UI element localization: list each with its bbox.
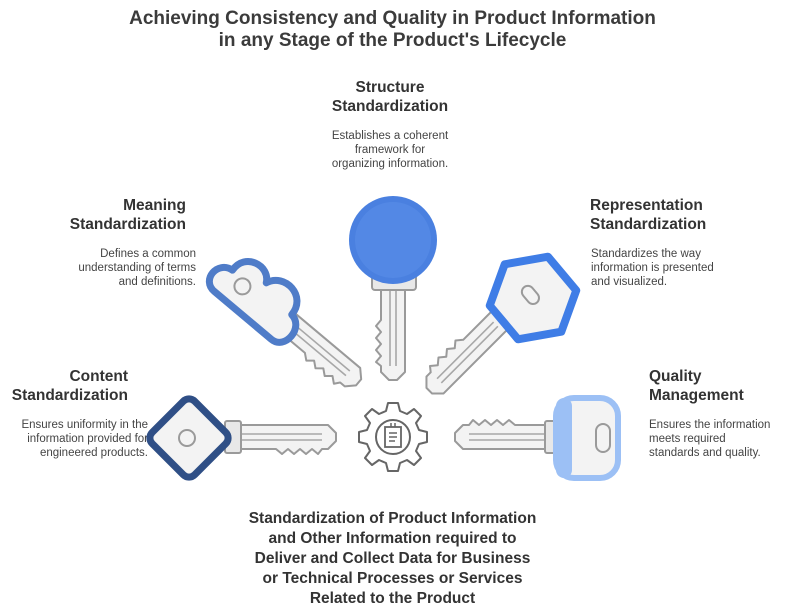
central-line-2: and Other Information required to: [268, 530, 517, 547]
quality-heading-line-2: Management: [649, 387, 744, 404]
diagram-title: Achieving Consistency and Quality in Pro…: [0, 8, 785, 52]
content-description: Ensures uniformity in the information pr…: [0, 418, 148, 460]
quality-heading: Quality Management: [649, 367, 779, 405]
representation-desc-line-3: and visualized.: [591, 276, 668, 288]
central-line-1: Standardization of Product Information: [248, 510, 537, 527]
meaning-heading-line-1: Meaning: [123, 197, 186, 214]
quality-desc-line-1: Ensures the information: [649, 419, 771, 431]
representation-desc-line-1: Standardizes the way: [591, 248, 701, 260]
quality-desc-line-3: standards and quality.: [649, 447, 761, 459]
representation-heading: Representation Standardization: [590, 196, 770, 234]
representation-heading-line-1: Representation: [590, 197, 703, 214]
meaning-key-icon: [205, 258, 368, 397]
structure-heading-line-1: Structure: [355, 79, 425, 96]
content-desc-line-3: engineered products.: [39, 447, 148, 459]
structure-desc-line-3: organizing information.: [331, 158, 449, 170]
meaning-heading-line-2: Standardization: [69, 216, 186, 233]
quality-description: Ensures the information meets required s…: [649, 418, 783, 460]
content-heading-line-2: Standardization: [11, 387, 128, 404]
content-key-icon: [146, 395, 337, 481]
representation-description: Standardizes the way information is pres…: [591, 247, 771, 289]
central-line-4: or Technical Processes or Services: [262, 570, 523, 587]
structure-description: Establishes a coherent framework for org…: [290, 129, 490, 171]
structure-desc-line-2: framework for: [354, 144, 426, 156]
structure-heading-line-2: Standardization: [331, 98, 449, 115]
structure-desc-line-1: Establishes a coherent: [331, 130, 449, 142]
content-heading: Content Standardization: [0, 367, 128, 405]
meaning-desc-line-1: Defines a common: [100, 248, 196, 260]
gear-document-icon: [358, 402, 428, 472]
meaning-desc-line-2: understanding of terms: [78, 262, 196, 274]
central-statement: Standardization of Product Information a…: [0, 509, 785, 609]
representation-heading-line-2: Standardization: [590, 216, 707, 233]
content-desc-line-2: information provided for: [27, 433, 148, 445]
content-heading-line-1: Content: [69, 368, 128, 385]
content-desc-line-1: Ensures uniformity in the: [21, 419, 148, 431]
representation-desc-line-2: information is presented: [591, 262, 714, 274]
meaning-desc-line-3: and definitions.: [118, 276, 196, 288]
meaning-heading: Meaning Standardization: [40, 196, 186, 234]
quality-heading-line-1: Quality: [649, 368, 702, 385]
title-line-2: in any Stage of the Product's Lifecycle: [218, 30, 567, 51]
meaning-description: Defines a common understanding of terms …: [20, 247, 196, 289]
quality-key-icon: [454, 395, 621, 481]
structure-heading: Structure Standardization: [290, 78, 490, 116]
title-line-1: Achieving Consistency and Quality in Pro…: [129, 8, 656, 29]
quality-desc-line-2: meets required: [649, 433, 726, 445]
representation-key-icon: [416, 252, 581, 401]
central-line-5: Related to the Product: [309, 590, 476, 607]
structure-key-icon: [349, 196, 437, 381]
central-line-3: Deliver and Collect Data for Business: [254, 550, 531, 567]
